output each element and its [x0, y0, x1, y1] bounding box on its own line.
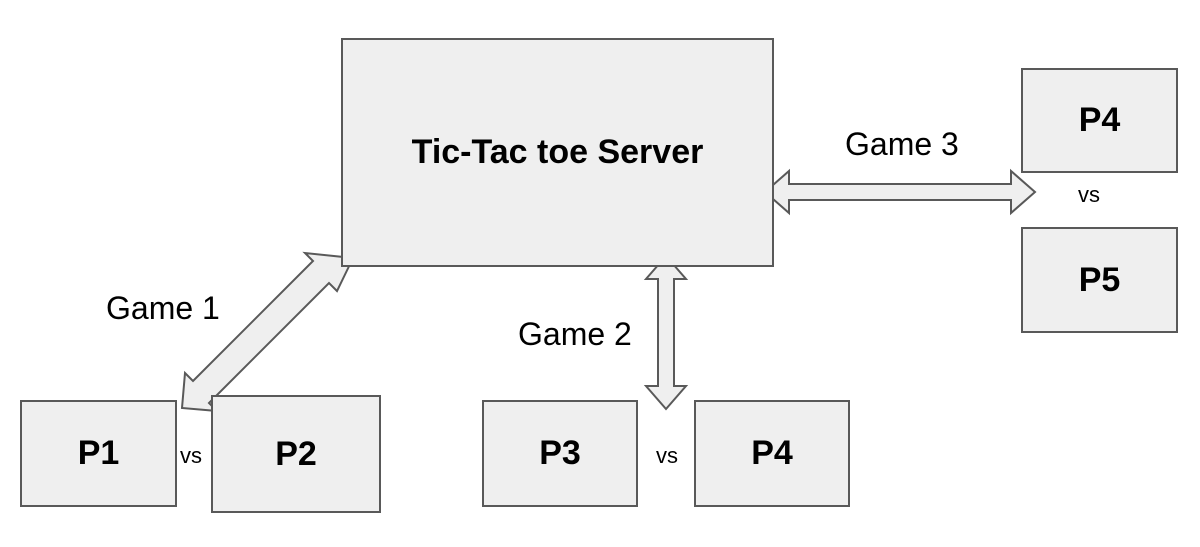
player-box-p1: P1: [20, 400, 177, 507]
player-box-p5: P5: [1021, 227, 1178, 333]
vs-label-left: vs: [180, 443, 202, 468]
player-label: P3: [539, 434, 581, 472]
game1-label: Game 1: [106, 290, 220, 326]
player-label: P1: [77, 434, 120, 472]
game2-label: Game 2: [518, 316, 632, 352]
player-label: P4: [751, 434, 793, 472]
player-box-p4-right: P4: [1021, 68, 1178, 173]
game1-arrow: [180, 251, 355, 413]
player-label: P4: [1078, 101, 1121, 139]
server-label: Tic-Tac toe Server: [411, 133, 704, 171]
player-box-p3: P3: [482, 400, 638, 507]
vs-label-right: vs: [1078, 182, 1100, 207]
server-box: Tic-Tac toe Server: [341, 38, 774, 267]
game3-label: Game 3: [845, 126, 959, 162]
player-label: P2: [275, 434, 317, 473]
player-box-p4-bottom: P4: [694, 400, 850, 507]
vs-label-middle: vs: [656, 443, 678, 468]
game3-arrow: [763, 168, 1037, 216]
player-box-p2: P2: [211, 395, 381, 513]
player-label: P5: [1078, 260, 1121, 299]
game2-arrow: [643, 254, 689, 411]
